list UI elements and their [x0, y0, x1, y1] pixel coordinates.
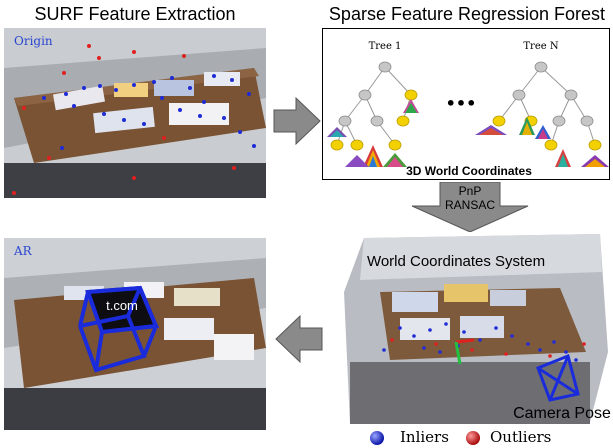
world-system-label: World Coordinates System — [367, 253, 545, 270]
surf-photo-panel: Origin — [4, 28, 266, 198]
ar-box-text: t.com — [106, 298, 138, 313]
tree-1-edges — [336, 66, 412, 146]
surf-scene — [4, 28, 266, 198]
tree-1-leaves — [330, 89, 418, 151]
inliers-label: Inliers — [400, 428, 449, 446]
ar-cube — [78, 285, 159, 373]
ar-scene: t.com — [4, 238, 266, 430]
arrow-down-icon — [411, 182, 529, 233]
tree-n-nodes — [512, 61, 594, 127]
tree-1-label: Tree 1 — [369, 41, 402, 52]
pnp-ransac-arrow: PnP RANSAC — [410, 182, 530, 234]
regression-forest-diagram: Tree 1 ••• Tre — [322, 28, 610, 180]
surf-title: SURF Feature Extraction — [34, 4, 236, 24]
tree-1-nodes — [338, 61, 392, 127]
tree-1-distributions — [327, 99, 419, 167]
ar-photo-panel: t.com AR — [4, 238, 266, 430]
axes-icon — [454, 338, 475, 365]
ransac-label: RANSAC — [444, 198, 495, 212]
forest-trees: Tree 1 ••• Tre — [327, 41, 609, 178]
surf-outlier-points — [12, 44, 236, 195]
camera-pose-icon — [536, 353, 580, 402]
point-cloud: World Coordinates System Camera Pose — [340, 232, 612, 426]
arrow-left — [275, 314, 323, 364]
tree-n-distributions — [475, 117, 609, 167]
tree-n-label: Tree N — [523, 41, 558, 52]
outlier-sphere-icon — [466, 431, 480, 445]
camera-pose-label: Camera Pose — [513, 405, 611, 422]
world-coordinates-scene: World Coordinates System Camera Pose — [340, 232, 612, 426]
surf-inlier-points — [42, 74, 256, 150]
pnp-label: PnP — [458, 184, 482, 198]
tree-ellipsis: ••• — [446, 94, 477, 113]
arrow-right — [273, 96, 321, 146]
world-coordinates-label: 3D World Coordinates — [406, 164, 532, 178]
outliers-label: Outliers — [490, 428, 552, 446]
ar-tag: AR — [14, 244, 32, 258]
scene-outlier-points — [390, 338, 586, 358]
origin-tag: Origin — [14, 34, 53, 48]
forest-title: Sparse Feature Regression Forest — [328, 4, 606, 24]
inlier-sphere-icon — [370, 431, 384, 445]
